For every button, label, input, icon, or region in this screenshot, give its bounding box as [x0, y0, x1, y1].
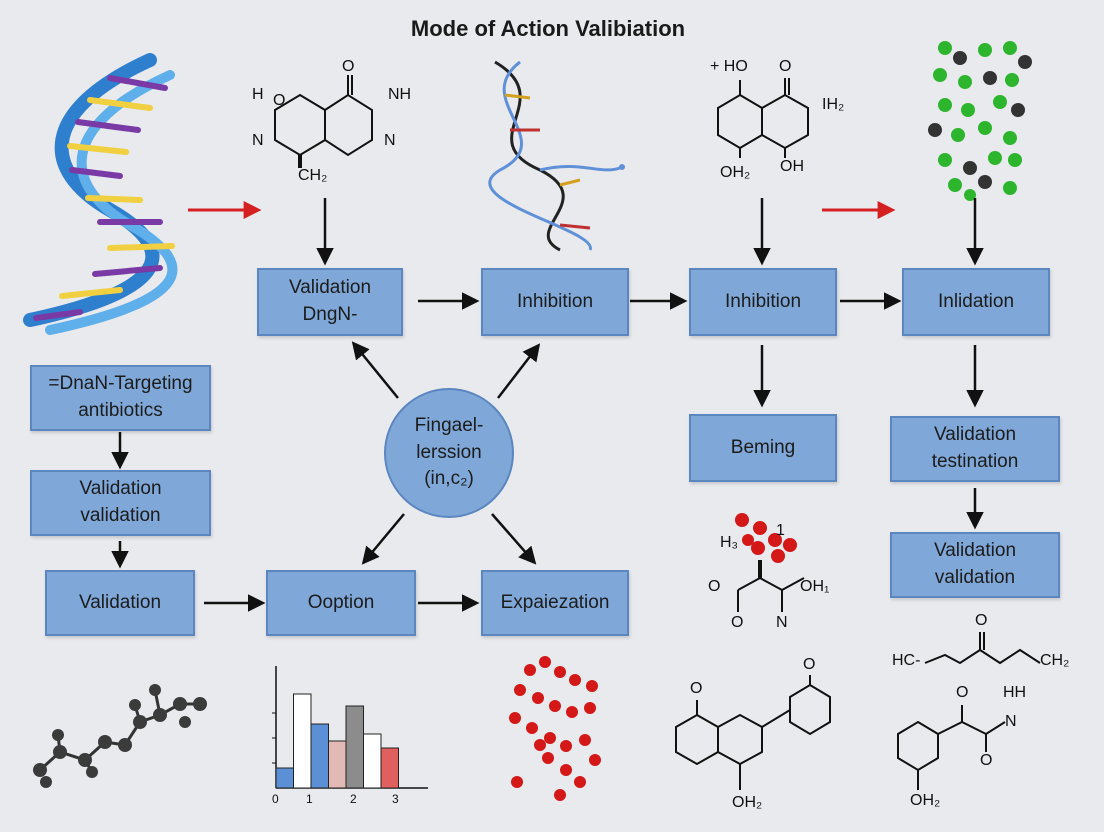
- validation-left-line2: validation: [80, 505, 161, 526]
- inlidation-box[interactable]: Inlidation: [902, 268, 1050, 336]
- chart-x-tick-label: 1: [306, 792, 313, 806]
- mol1-label-n-left: N: [252, 132, 264, 149]
- chart-bar: [293, 693, 312, 789]
- mol3-label-h3: H₃: [720, 534, 739, 551]
- mol1-label-o: O: [273, 92, 286, 109]
- chart-bar: [363, 733, 382, 789]
- mol2-label-oh2: OH₂: [720, 164, 751, 181]
- chart-bar: [275, 767, 294, 789]
- chart-x-tick-label: 0: [272, 792, 279, 806]
- beming-box[interactable]: Beming: [689, 414, 837, 482]
- inlidation-label: Inlidation: [937, 290, 1015, 312]
- mol4-label-o: O: [975, 612, 988, 629]
- center-node-line3: (in,c₂): [424, 468, 474, 490]
- molecule-structure-3: [735, 513, 805, 612]
- mol6-label-o-left: O: [690, 680, 703, 697]
- molecule-structure-5: [897, 705, 1006, 790]
- mol4-label-hc: HC-: [892, 652, 921, 669]
- center-node-circle[interactable]: Fingael- lerssion (in,c₂): [384, 388, 514, 518]
- mol6-label-o-right: O: [803, 656, 816, 673]
- diagram-title: Mode of Action Valibiation: [410, 16, 686, 41]
- mol2-label-o: O: [779, 58, 792, 75]
- mol4-label-ch2: CH₂: [1040, 652, 1070, 669]
- mol5-label-oh2: OH₂: [910, 792, 941, 809]
- chart-bar: [328, 740, 347, 789]
- mol3-label-o-left: O: [708, 578, 721, 595]
- chart-x-tick-label: 2: [350, 792, 357, 806]
- mol3-label-1: 1: [776, 522, 785, 539]
- molecule-structure-2: [717, 78, 809, 158]
- ooption-box[interactable]: Ooption: [266, 570, 416, 636]
- arrow-center-to-validation: [351, 341, 399, 399]
- inhibition-2-label: Inhibition: [724, 290, 802, 312]
- mol3-label-oh1: OH₁: [800, 578, 830, 595]
- mol3-label-n: N: [776, 614, 788, 631]
- center-node-line2: lerssion: [416, 441, 482, 463]
- inhibition-box-1[interactable]: Inhibition: [481, 268, 629, 336]
- validation-bottom-left-box[interactable]: Validation: [45, 570, 195, 636]
- mol1-label-ch2: CH₂: [298, 167, 328, 184]
- validation-validation-right-box[interactable]: Validation validation: [890, 532, 1060, 598]
- validation-testination-line1: Validation: [933, 424, 1017, 446]
- mol5-label-o-top: O: [956, 684, 969, 701]
- mol2-label-ho: + HO: [710, 58, 748, 75]
- inhibition-1-label: Inhibition: [516, 290, 594, 312]
- chart-bar: [345, 705, 364, 789]
- protein-cluster-icon: [928, 41, 1032, 201]
- carbon-chain-icon: [33, 684, 207, 788]
- validation-validation-left-box[interactable]: Validation validation: [30, 470, 211, 536]
- validation-dngn-line2: DngN-: [302, 304, 358, 325]
- mol6-label-oh2: OH₂: [732, 794, 763, 811]
- arrow-center-to-inhibition: [497, 343, 541, 399]
- validation-left-line1: Validation: [79, 478, 162, 500]
- dna-helix-icon: [23, 53, 178, 335]
- chart-x-tick-label: 3: [392, 792, 399, 806]
- molecule-structure-1: [274, 75, 373, 168]
- mol5-label-n: N: [1005, 713, 1017, 730]
- mol3-label-o-bottom: O: [731, 614, 744, 631]
- red-molecule-cluster-icon: [509, 656, 601, 801]
- validation-dngn-line1: Validation: [288, 277, 372, 299]
- validation-testination-line2: testination: [931, 451, 1019, 472]
- bar-chart: 0 1 2 3: [272, 666, 428, 806]
- validation-right-line2: validation: [934, 567, 1016, 588]
- validation-testination-box[interactable]: Validation testination: [890, 416, 1060, 482]
- mol2-label-oh: OH: [780, 158, 804, 175]
- inhibition-box-2[interactable]: Inhibition: [689, 268, 837, 336]
- expaiezation-box[interactable]: Expaiezation: [481, 570, 629, 636]
- molecule-structure-4: [924, 632, 1041, 665]
- dnan-targeting-line1: =DnaN-Targeting: [48, 373, 193, 395]
- center-node-line1: Fingael-: [414, 415, 484, 437]
- dnan-targeting-box[interactable]: =DnaN-Targeting antibiotics: [30, 365, 211, 431]
- mol1-label-h: H: [252, 86, 264, 103]
- arrow-center-to-expaiezation: [491, 513, 537, 565]
- beming-label: Beming: [730, 436, 796, 458]
- arrow-center-to-ooption: [361, 513, 405, 565]
- chart-bar: [380, 747, 399, 789]
- mol5-label-o-bottom: O: [980, 752, 993, 769]
- mol1-label-nh: NH: [388, 86, 412, 103]
- validation-bottom-left-label: Validation: [78, 591, 162, 613]
- ooption-label: Ooption: [307, 591, 375, 613]
- validation-right-line1: Validation: [933, 540, 1017, 562]
- mol1-label-n-right: N: [384, 132, 396, 149]
- mol2-label-ih2: IH₂: [822, 96, 845, 113]
- mol5-label-hh: HH: [1003, 684, 1027, 701]
- chart-bar: [310, 723, 329, 789]
- dnan-targeting-line2: antibiotics: [78, 400, 163, 421]
- dna-strand-icon: [488, 60, 625, 252]
- mol1-label-o-top: O: [342, 58, 355, 75]
- expaiezation-label: Expaiezation: [500, 591, 610, 613]
- molecule-structure-6: [675, 675, 831, 790]
